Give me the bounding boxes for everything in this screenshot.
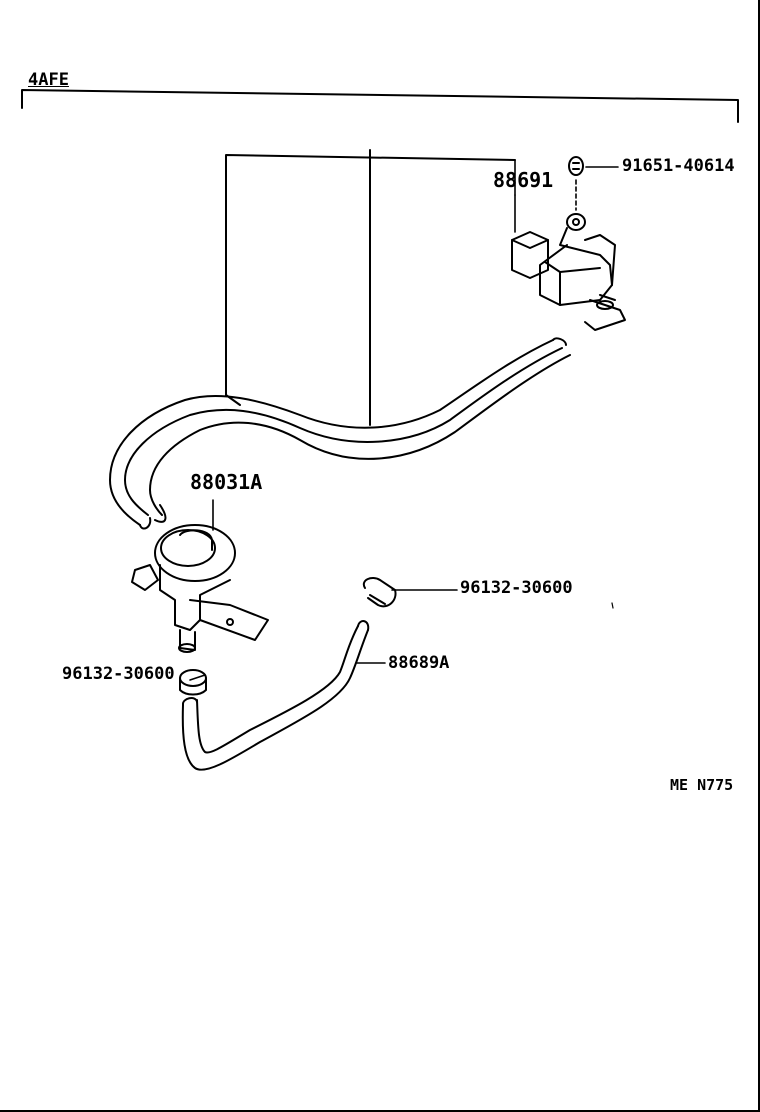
group-bracket — [21, 89, 739, 123]
speck-mark — [611, 602, 614, 609]
vacuum-hose-lower — [181, 620, 370, 771]
diagram-code: ME N775 — [670, 776, 734, 794]
nut-icon — [568, 156, 584, 176]
hose-clamp-upper — [362, 577, 397, 608]
leader-lines — [189, 159, 619, 681]
vacuum-hoses-upper — [109, 337, 571, 530]
part-number-88691[interactable]: 88691 — [493, 168, 554, 192]
radiator-panel — [225, 149, 516, 426]
engine-label: 4AFE — [28, 70, 69, 90]
part-number-96132-30600-upper[interactable]: 96132-30600 — [460, 578, 573, 598]
part-number-91651-40614[interactable]: 91651-40614 — [622, 156, 735, 176]
part-number-88689A[interactable]: 88689A — [388, 653, 450, 673]
part-number-96132-30600-lower[interactable]: 96132-30600 — [62, 664, 175, 684]
part-number-88031A[interactable]: 88031A — [190, 470, 263, 494]
hose-clamp-lower — [179, 669, 207, 696]
vacuum-switching-valve — [511, 156, 626, 331]
vacuum-modulator — [131, 524, 269, 653]
